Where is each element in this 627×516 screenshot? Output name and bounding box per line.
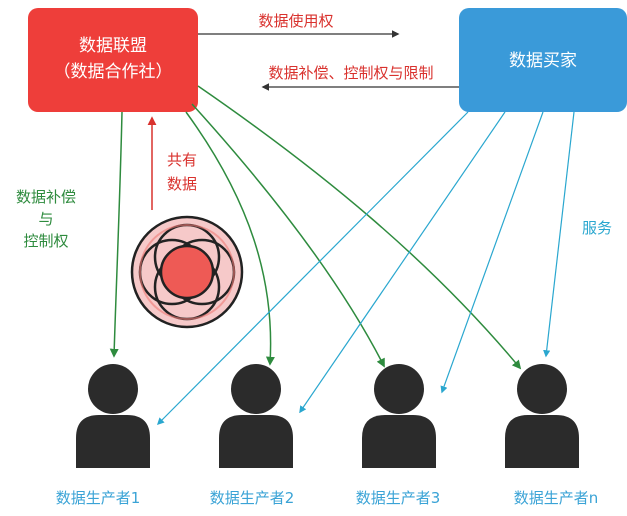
shared-data-label-1: 共有 bbox=[167, 151, 197, 169]
producer-label-1: 数据生产者1 bbox=[56, 489, 141, 507]
service-label: 服务 bbox=[582, 219, 612, 237]
buyer-box bbox=[459, 8, 627, 112]
comp-label-1: 数据补偿 bbox=[16, 188, 76, 206]
buyer-to-producer-2 bbox=[299, 111, 506, 414]
producer-label-n: 数据生产者n bbox=[514, 489, 599, 507]
alliance-box bbox=[28, 8, 198, 112]
person-icon bbox=[219, 364, 293, 468]
buyer-to-producer-n bbox=[543, 111, 575, 358]
producer-label-3: 数据生产者3 bbox=[356, 489, 441, 507]
buyer-to-producer-3 bbox=[440, 111, 544, 394]
buyer-title: 数据买家 bbox=[509, 51, 577, 71]
comp-label-3: 控制权 bbox=[23, 232, 68, 250]
alliance-to-producer-3 bbox=[191, 103, 385, 368]
alliance-to-producer-2 bbox=[185, 111, 275, 366]
alliance-to-producer-1 bbox=[109, 111, 123, 358]
compensation-label: 数据补偿、控制权与限制 bbox=[268, 64, 433, 82]
alliance-to-producer-n bbox=[197, 85, 522, 370]
person-icon bbox=[362, 364, 436, 468]
alliance-title: 数据联盟 bbox=[79, 36, 147, 56]
comp-label-2: 与 bbox=[38, 210, 53, 228]
producer-label-2: 数据生产者2 bbox=[210, 489, 295, 507]
person-icon bbox=[505, 364, 579, 468]
person-icon bbox=[76, 364, 150, 468]
shared-data-label-2: 数据 bbox=[167, 175, 197, 193]
buyer-to-producer-1 bbox=[156, 111, 469, 426]
shared-data-rosette bbox=[130, 215, 244, 329]
usage-rights-label: 数据使用权 bbox=[258, 12, 333, 30]
alliance-subtitle: （数据合作社） bbox=[54, 62, 173, 82]
